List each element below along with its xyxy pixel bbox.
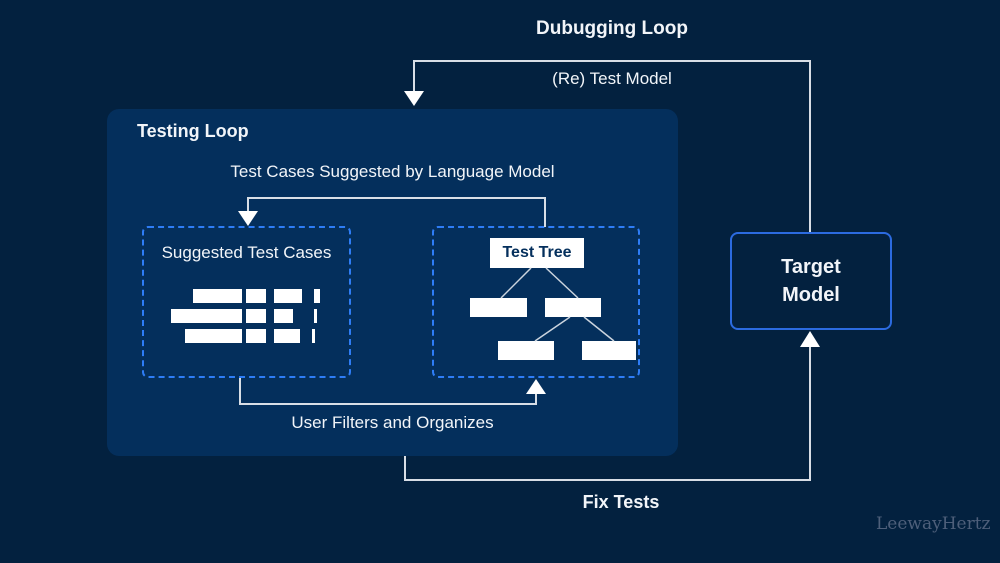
retest-arrow-down-icon (404, 91, 424, 106)
testing-loop-title: Testing Loop (137, 121, 249, 141)
test-case-bar (274, 329, 300, 343)
test-tree-node (498, 341, 554, 360)
fix-tests-arrow-up-icon (800, 331, 820, 347)
test-tree-node (545, 298, 601, 317)
target-model-box: Target Model (730, 232, 892, 330)
test-tree-root-node: Test Tree (490, 238, 584, 268)
test-case-bar (314, 289, 320, 303)
fix-tests-label: Fix Tests (582, 492, 660, 512)
test-case-bar (246, 289, 266, 303)
test-case-bar (246, 329, 266, 343)
target-model-label: Target Model (781, 256, 841, 306)
test-tree-node (582, 341, 636, 360)
retest-model-label: (Re) Test Model (552, 69, 672, 88)
brand-watermark: LeewayHertz (876, 514, 991, 534)
test-case-bar (193, 289, 242, 303)
test-case-bar (274, 289, 302, 303)
test-tree-box: Test Tree (432, 226, 640, 378)
suggested-test-cases-box: Suggested Test Cases (142, 226, 351, 378)
test-case-bar (185, 329, 242, 343)
test-case-bar (171, 309, 242, 323)
debugging-loop-title: Dubugging Loop (536, 18, 688, 39)
test-case-bar (246, 309, 266, 323)
test-case-bar (314, 309, 317, 323)
suggested-test-cases-title: Suggested Test Cases (161, 243, 332, 262)
test-tree-node (470, 298, 527, 317)
testing-loop-panel: Testing Loop Test Cases Suggested by Lan… (107, 109, 678, 456)
test-case-bar (274, 309, 293, 323)
test-case-bar (312, 329, 315, 343)
suggestion-flow-label: Test Cases Suggested by Language Model (230, 162, 555, 181)
filter-flow-label: User Filters and Organizes (291, 413, 494, 432)
